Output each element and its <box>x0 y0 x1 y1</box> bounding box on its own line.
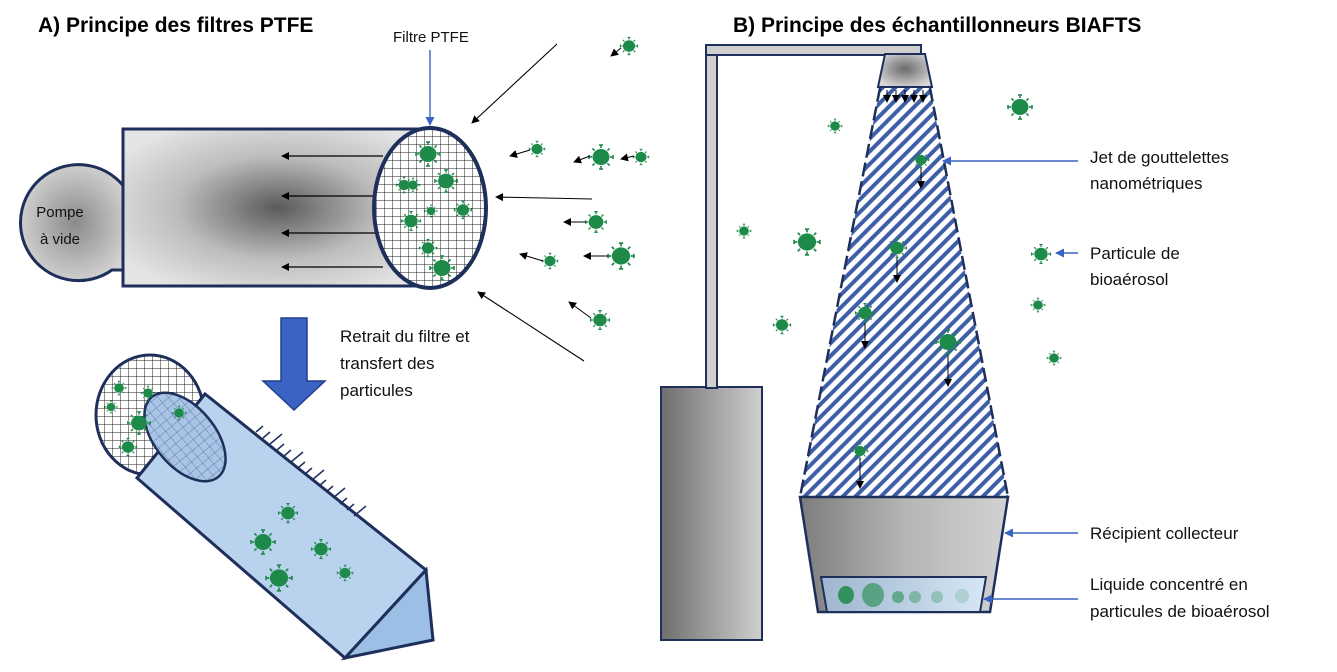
container-label: Récipient collecteur <box>1090 524 1239 543</box>
jet-label-line1: Jet de gouttelettes <box>1090 148 1229 167</box>
label-particle: Particule de bioaérosol <box>1055 244 1180 289</box>
transfer-label-line3: particules <box>340 381 413 400</box>
vacuum-pump: Pompe à vide <box>19 163 132 283</box>
pump-label-line2: à vide <box>40 231 80 248</box>
pump-label-line1: Pompe <box>36 204 84 221</box>
transfer-label-line2: transfert des <box>340 354 435 373</box>
nozzle-spray-arrows <box>883 90 927 103</box>
liquid-label-line2: particules de bioaérosol <box>1090 602 1270 621</box>
nozzle <box>876 53 934 88</box>
captured-particles <box>851 151 961 489</box>
filter-ptfe-label: Filtre PTFE <box>393 29 469 46</box>
transfer-label-line1: Retrait du filtre et <box>340 327 470 346</box>
collector-container <box>798 495 1010 614</box>
panel-a-title: A) Principe des filtres PTFE <box>38 14 313 37</box>
particle-label-line2: bioaérosol <box>1090 270 1168 289</box>
collection-tube <box>94 353 435 661</box>
transfer-down-arrow <box>261 317 327 412</box>
cone-edges <box>798 87 1010 498</box>
airborne-particles-a <box>509 36 650 331</box>
sampler-stand <box>660 44 922 641</box>
ptfe-filter <box>372 126 488 290</box>
airflow-arrows-a <box>471 43 593 362</box>
particle-label-line1: Particule de <box>1090 244 1180 263</box>
panel-b-title: B) Principe des échantillonneurs BIAFTS <box>733 14 1141 37</box>
label-container: Récipient collecteur <box>1004 524 1239 543</box>
jet-label-line2: nanométriques <box>1090 174 1202 193</box>
liquid-label-line1: Liquide concentré en <box>1090 575 1248 594</box>
label-jet: Jet de gouttelettes nanométriques <box>942 148 1229 193</box>
droplet-jet-cone <box>800 88 1008 497</box>
label-liquid: Liquide concentré en particules de bioaé… <box>983 575 1270 621</box>
